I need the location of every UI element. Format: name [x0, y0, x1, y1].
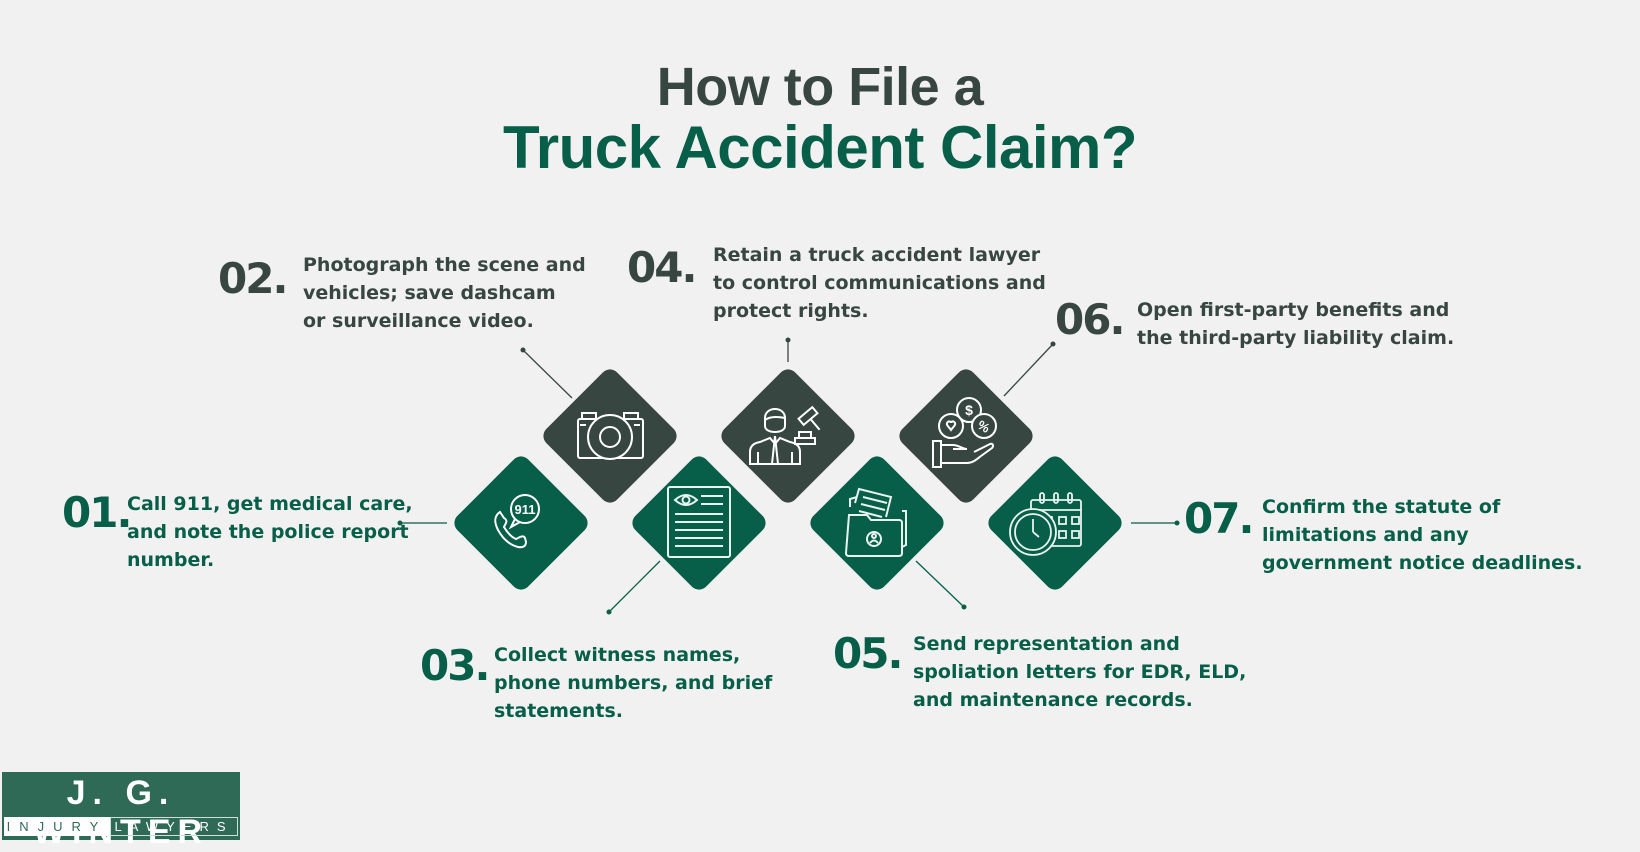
- connector-dot-05: [961, 604, 967, 610]
- connector-dot-07: [1174, 520, 1180, 526]
- step-04-number: 04.: [627, 243, 697, 292]
- logo-subtitle: INJURY LAWYERS: [4, 817, 238, 836]
- phone-badge-text: 911: [515, 502, 536, 517]
- connector-03: [608, 560, 661, 613]
- step-07-text: Confirm the statute of limitations and a…: [1262, 496, 1583, 574]
- company-logo: J. G. WINTER INJURY LAWYERS: [2, 772, 240, 851]
- step-02-text: Photograph the scene and vehicles; save …: [303, 254, 586, 332]
- connector-dot-03: [606, 609, 612, 615]
- step-01-number: 01.: [62, 488, 132, 537]
- connector-06: [1003, 343, 1054, 397]
- calendar-clock-icon: [1009, 492, 1082, 556]
- connector-02: [522, 349, 573, 399]
- step-06-number: 06.: [1055, 295, 1125, 344]
- step-03-text: Collect witness names, phone numbers, an…: [494, 644, 773, 722]
- title-line-2: Truck Accident Claim?: [502, 114, 1138, 181]
- dollar-sign: $: [965, 402, 973, 418]
- step-07-number: 07.: [1184, 494, 1254, 543]
- step-05-number: 05.: [833, 629, 903, 678]
- diamond-06: $ %: [899, 369, 1033, 503]
- step-01-text: Call 911, get medical care, and note the…: [127, 493, 413, 571]
- connector-dot-01: [397, 520, 403, 526]
- connector-dot-04: [785, 337, 791, 343]
- connector-05: [915, 560, 965, 608]
- diamond-07: [988, 456, 1122, 590]
- connector-dot-02: [520, 347, 526, 353]
- connector-dot-06: [1050, 341, 1056, 347]
- folder-documents-icon: [844, 487, 907, 557]
- logo-sub-right: LAWYERS: [110, 817, 238, 836]
- step-06-text: Open first-party benefits and the third-…: [1137, 299, 1455, 349]
- title-line-1: How to File a: [656, 57, 984, 117]
- hand-coins-icon: $ %: [932, 397, 997, 468]
- step-03-number: 03.: [420, 641, 490, 690]
- phone-911-icon: 911: [494, 494, 540, 549]
- diamond-02: [543, 369, 677, 503]
- lawyer-gavel-icon: [749, 405, 821, 465]
- diamond-03: [632, 456, 766, 590]
- diamond-04: [721, 369, 855, 503]
- step-05-text: Send representation and spoliation lette…: [913, 633, 1247, 711]
- diamond-05: [810, 456, 944, 590]
- document-eye-icon: [667, 486, 731, 558]
- logo-sub-left: INJURY: [4, 817, 110, 836]
- logo-name: J. G. WINTER: [32, 774, 210, 851]
- camera-icon: [577, 412, 644, 460]
- step-04-text: Retain a truck accident lawyer to contro…: [713, 244, 1046, 322]
- diamond-01: 911: [454, 456, 588, 590]
- step-02-number: 02.: [218, 254, 288, 303]
